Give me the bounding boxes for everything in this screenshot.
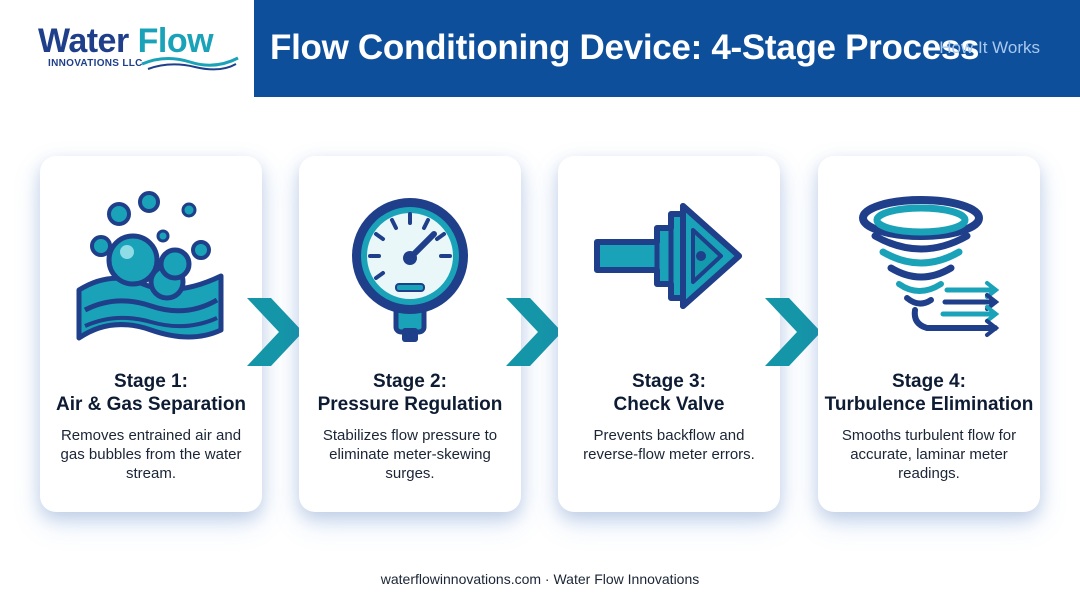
chevron-right-icon: [506, 298, 562, 366]
stage-name: Turbulence Elimination: [824, 394, 1034, 415]
stage-label: Stage 3:: [632, 371, 706, 392]
stage-label: Stage 1:: [114, 371, 188, 392]
stage-description: Removes entrained air and gas bubbles fr…: [60, 427, 242, 482]
stage-card-2: Stage 2: Pressure Regulation Stabilizes …: [299, 156, 521, 512]
bubbles-water-icon: [76, 191, 224, 341]
chevron-right-icon: [247, 298, 303, 366]
stage-description: Smooths turbulent flow for accurate, lam…: [841, 427, 1017, 482]
logo-wave-icon: [141, 56, 239, 71]
stage-label: Stage 4:: [892, 371, 966, 392]
stage-card-4: Stage 4: Turbulence Elimination Smooths …: [818, 156, 1040, 512]
stage-name: Air & Gas Separation: [55, 394, 247, 415]
logo-brand-part2: Flow: [137, 22, 214, 60]
stage-card-1: Stage 1: Air & Gas Separation Removes en…: [40, 156, 262, 512]
footer-text: waterflowinnovations.com · Water Flow In…: [380, 571, 700, 587]
logo-wordmark: Water Flow: [38, 22, 214, 61]
logo-brand-part1: Water: [38, 22, 129, 60]
stage-description: Stabilizes flow pressure to eliminate me…: [322, 427, 498, 482]
header-bar: Flow Conditioning Device: 4-Stage Proces…: [254, 0, 1080, 97]
logo[interactable]: Water Flow INNOVATIONS LLC: [0, 0, 254, 97]
page-title: Flow Conditioning Device: 4-Stage Proces…: [270, 28, 980, 67]
vortex-laminar-icon: [859, 196, 1000, 337]
logo-subtitle: INNOVATIONS LLC: [48, 58, 143, 69]
check-valve-arrow-icon: [594, 203, 742, 309]
stage-card-3: Stage 3: Check Valve Prevents backflow a…: [558, 156, 780, 512]
stage-label: Stage 2:: [373, 371, 447, 392]
how-it-works-link[interactable]: How It Works: [939, 38, 1040, 57]
stage-description: Prevents backflow and reverse-flow meter…: [583, 427, 755, 463]
stage-name: Pressure Regulation: [317, 394, 503, 415]
pressure-gauge-icon: [352, 198, 468, 342]
chevron-right-icon: [765, 298, 821, 366]
stage-name: Check Valve: [613, 394, 725, 415]
